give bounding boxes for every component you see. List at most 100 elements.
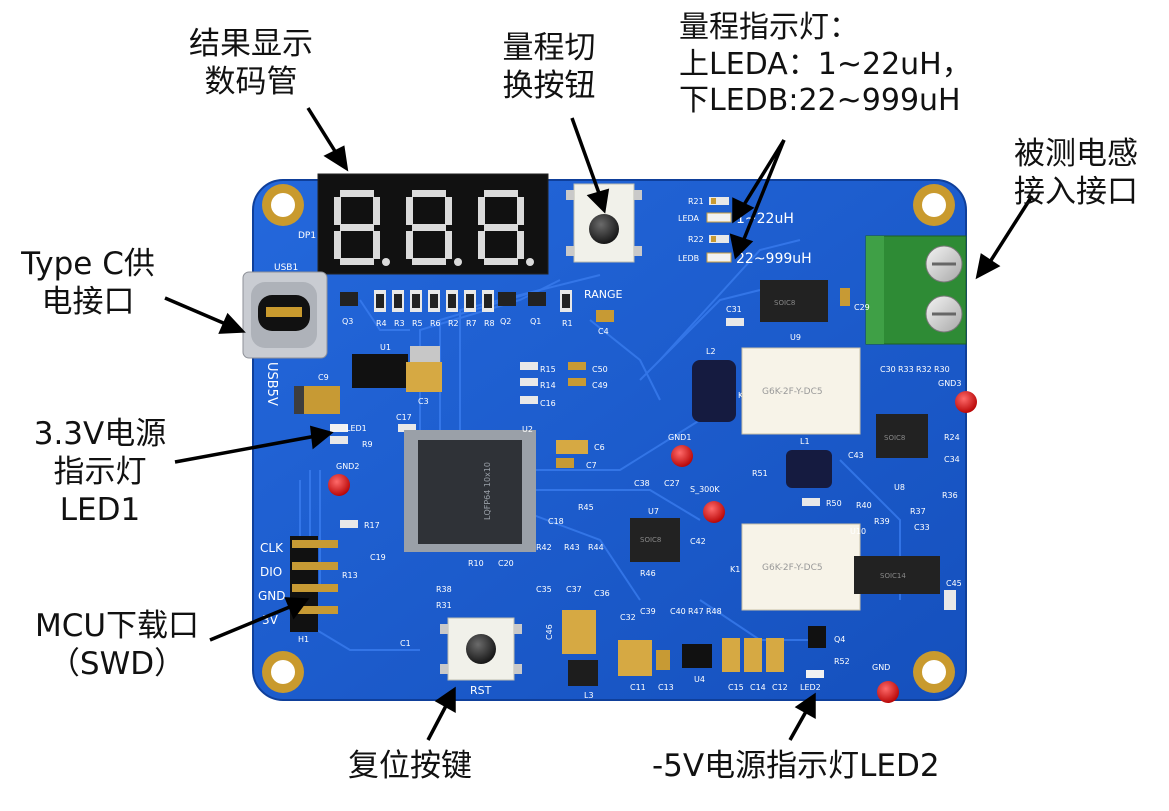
svg-text:R8: R8: [484, 319, 495, 328]
u7-area: SOIC8 C38 C27 U7 R45 C18 C42 R42 R43 R44…: [536, 479, 706, 578]
dp1-label: DP1: [298, 231, 316, 241]
svg-text:R14: R14: [540, 381, 556, 390]
svg-text:R51: R51: [752, 469, 768, 478]
svg-text:C45: C45: [946, 579, 962, 588]
svg-text:C37: C37: [566, 585, 582, 594]
svg-text:R44: R44: [588, 543, 604, 552]
svg-text:C12: C12: [772, 683, 788, 692]
usb-c-connector: USB1 USB5V: [242, 263, 328, 406]
svg-text:SOIC8: SOIC8: [640, 536, 661, 544]
svg-text:L1: L1: [800, 437, 810, 446]
svg-text:R45: R45: [578, 503, 594, 512]
svg-text:R31: R31: [436, 601, 452, 610]
svg-text:C30: C30: [880, 365, 896, 374]
svg-text:R15: R15: [540, 365, 556, 374]
svg-text:C18: C18: [548, 517, 564, 526]
svg-text:C15: C15: [728, 683, 744, 692]
svg-text:R21: R21: [688, 197, 704, 206]
svg-text:C40: C40: [670, 607, 686, 616]
svg-text:Q1: Q1: [530, 317, 541, 326]
svg-text:GND3: GND3: [938, 379, 961, 388]
svg-text:R46: R46: [640, 569, 656, 578]
callout-power-led1: 3.3V电源 指示灯 LED1: [33, 416, 167, 528]
svg-text:USB5V: USB5V: [264, 362, 279, 406]
svg-text:L2: L2: [706, 347, 716, 356]
svg-text:U8: U8: [894, 483, 905, 492]
svg-text:SOIC14: SOIC14: [880, 572, 906, 580]
svg-text:LEDB: LEDB: [678, 254, 699, 263]
svg-text:G6K-2F-Y-DC5: G6K-2F-Y-DC5: [762, 563, 823, 573]
test-points: GND2 GND1 S_300K GND3 GND: [328, 379, 977, 703]
svg-text:U2: U2: [522, 425, 533, 434]
power-parts: U1 C9 C3 LED1 R9 C17: [294, 343, 442, 449]
callout-display: 结果显示 数码管: [189, 26, 313, 100]
svg-text:LED2: LED2: [800, 683, 821, 692]
reset-button[interactable]: RST: [440, 617, 522, 697]
svg-text:C11: C11: [630, 683, 646, 692]
traces: [299, 239, 901, 651]
svg-text:C14: C14: [750, 683, 766, 692]
svg-text:R37: R37: [910, 507, 926, 516]
svg-text:R38: R38: [436, 585, 452, 594]
swd-header: CLK DIO GND 3V H1: [258, 536, 338, 644]
svg-text:R5: R5: [412, 319, 423, 328]
callout-arrows: [164, 107, 1034, 741]
u9-area: SOIC8 U9 C31 C29: [726, 280, 870, 342]
svg-text:R42: R42: [536, 543, 552, 552]
svg-text:R40: R40: [856, 501, 872, 510]
svg-text:R4: R4: [376, 319, 387, 328]
callout-inductor-port: 被测电感 接入接口: [1014, 136, 1138, 210]
svg-text:R10: R10: [468, 559, 484, 568]
svg-text:C50: C50: [592, 365, 608, 374]
terminal-block: [865, 235, 967, 345]
svg-text:R9: R9: [362, 440, 373, 449]
svg-text:CLK: CLK: [260, 541, 284, 555]
svg-text:R30: R30: [934, 365, 950, 374]
svg-text:Q4: Q4: [834, 635, 845, 644]
mounting-holes: [262, 184, 955, 693]
svg-text:U10: U10: [850, 527, 866, 536]
svg-text:GND1: GND1: [668, 433, 691, 442]
svg-text:C33: C33: [914, 523, 930, 532]
right-ics: SOIC8 C30 R33 R32 R30 R24 C34 C43 U8 R36…: [848, 365, 962, 610]
svg-text:C39: C39: [640, 607, 656, 616]
svg-text:S_300K: S_300K: [690, 485, 720, 494]
svg-text:C3: C3: [418, 397, 429, 406]
svg-text:C6: C6: [594, 443, 605, 452]
svg-text:C9: C9: [318, 373, 329, 382]
svg-text:DIO: DIO: [260, 565, 282, 579]
svg-text:R43: R43: [564, 543, 580, 552]
svg-text:LQFP64 10x10: LQFP64 10x10: [483, 462, 492, 520]
left-lower-parts: R17 C19 R13 R10 C20 C35 C37 C36 R38 R31 …: [340, 520, 610, 648]
svg-text:C42: C42: [690, 537, 706, 546]
svg-text:U1: U1: [380, 343, 391, 352]
svg-text:R22: R22: [688, 235, 704, 244]
svg-text:R36: R36: [942, 491, 958, 500]
callout-reset: 复位按键: [348, 748, 472, 784]
callout-range-button: 量程切 换按钮: [502, 30, 596, 104]
range-button-label: RANGE: [584, 288, 622, 301]
svg-text:R39: R39: [874, 517, 890, 526]
svg-text:U9: U9: [790, 333, 801, 342]
svg-text:C19: C19: [370, 553, 386, 562]
svg-text:Q3: Q3: [342, 317, 353, 326]
svg-text:R3: R3: [394, 319, 405, 328]
mid-parts: R15 R14 C16 C50 C49 C6 C7: [520, 362, 608, 470]
svg-text:C29: C29: [854, 303, 870, 312]
svg-text:R6: R6: [430, 319, 441, 328]
callout-typec: Type C供 电接口: [21, 246, 155, 320]
svg-text:H1: H1: [298, 635, 309, 644]
svg-text:C20: C20: [498, 559, 514, 568]
svg-text:C46: C46: [545, 624, 554, 640]
svg-text:C1: C1: [400, 639, 411, 648]
top-row-labels: Q3 R4 R3 R5 R6 R2 R7 R8 Q2 Q1 R1 C4: [342, 317, 609, 336]
svg-text:R50: R50: [826, 499, 842, 508]
svg-text:C7: C7: [586, 461, 597, 470]
svg-text:R24: R24: [944, 433, 960, 442]
bottom-parts: C46 L3 C11 C13 U4 C15 C14 C12 C32 C39 C4…: [545, 607, 850, 700]
svg-text:R47: R47: [688, 607, 704, 616]
svg-text:K1: K1: [730, 565, 740, 574]
svg-text:SOIC8: SOIC8: [884, 434, 905, 442]
svg-text:C49: C49: [592, 381, 608, 390]
svg-text:GND: GND: [258, 589, 286, 603]
